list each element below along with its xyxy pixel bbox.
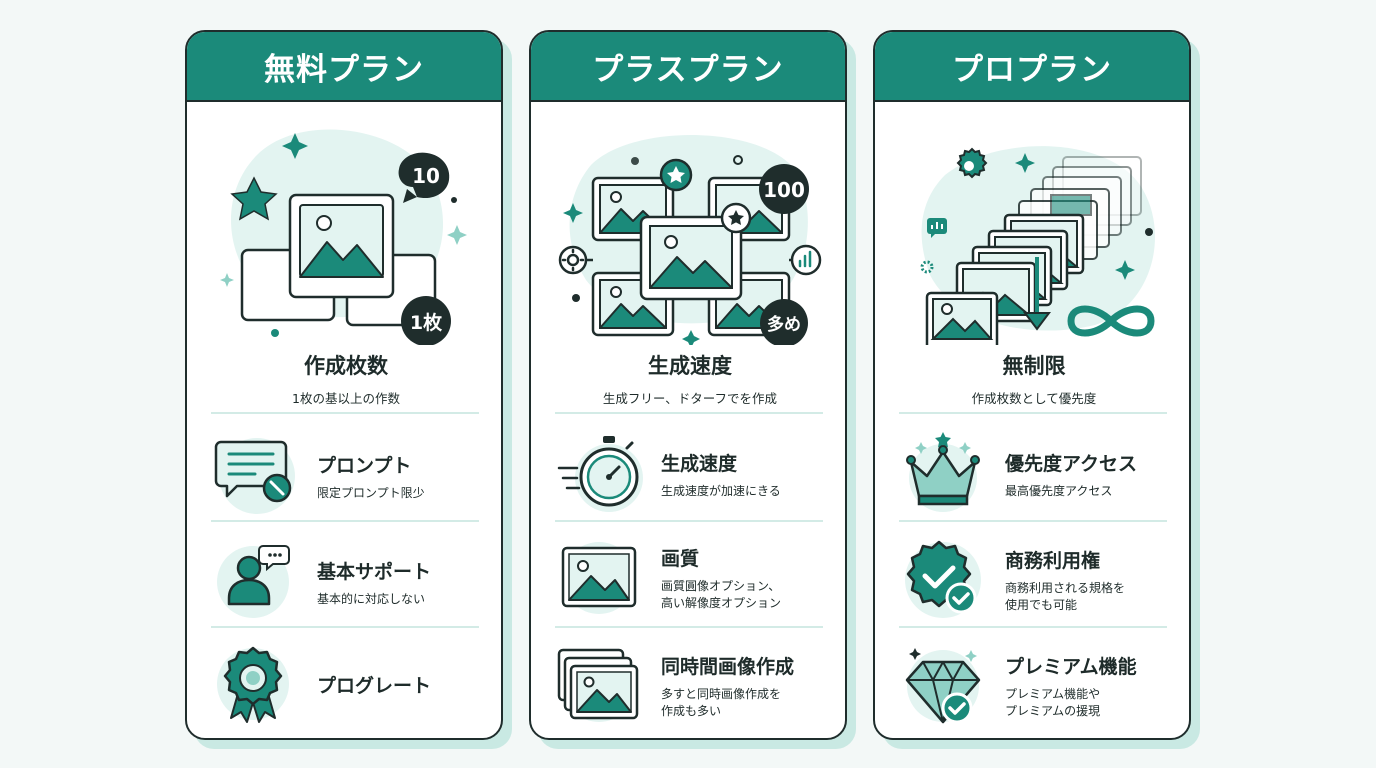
- divider: [899, 626, 1167, 628]
- feature-desc: 画質圓像オプション、 高い解像度オプション: [661, 579, 782, 610]
- plan-title: プラスプラン: [592, 51, 784, 88]
- feature-item: 優先度アクセス 最高優先度アクセス: [899, 430, 1179, 518]
- feature-item: 同時間画像作成 多すと同時画像作成を 作成も多い: [555, 642, 835, 730]
- award-badge-icon: [217, 646, 289, 723]
- feature-title: 商務利用権: [1005, 550, 1101, 573]
- feature-desc: 最高優先度アクセス: [1005, 483, 1113, 498]
- hero-section: 無制限 作成枚数として優先度: [875, 350, 1189, 407]
- feature-item: 商務利用権 商務利用される規格を 使用でも可能: [899, 536, 1179, 624]
- feature-item: プログレート: [211, 640, 491, 728]
- badge-count: 10: [412, 164, 440, 188]
- feature-item: 生成速度 生成速度が加速にきる: [555, 430, 835, 518]
- image-grid-illustration: 100 多め: [558, 135, 822, 345]
- crown-icon: [906, 432, 980, 512]
- hero-section: 生成速度 生成フリー、ドターフでを作成: [531, 350, 845, 407]
- diamond-check-icon: [905, 648, 981, 724]
- image-quality-icon: [561, 542, 637, 614]
- feature-title: 優先度アクセス: [1005, 452, 1138, 475]
- feature-title: プロンプト: [317, 454, 412, 477]
- hero-title: 作成枚数: [304, 354, 388, 378]
- plan-card-free: 無料プラン 10 1枚 作成枚数 1枚の基以上の作数: [185, 30, 503, 740]
- divider: [899, 520, 1167, 522]
- feature-title: プログレート: [317, 674, 432, 697]
- divider: [899, 412, 1167, 414]
- hero-title: 無制限: [1002, 354, 1066, 378]
- divider: [211, 626, 479, 628]
- feature-desc: 基本的に対応しない: [317, 591, 426, 606]
- feature-title: 基本サポート: [317, 560, 432, 583]
- feature-desc: プレミアム機能や プレミアムの援現: [1005, 687, 1101, 718]
- feature-title: 同時間画像作成: [661, 656, 795, 679]
- feature-desc: 商務利用される規格を 使用でも可能: [1005, 581, 1126, 612]
- feature-title: プレミアム機能: [1005, 656, 1137, 679]
- image-stack-illustration: 10 1枚: [220, 129, 467, 345]
- hero-title: 生成速度: [648, 354, 732, 378]
- feature-title: 生成速度: [661, 452, 738, 475]
- divider: [555, 412, 823, 414]
- feature-item: プロンプト 限定プロンプト限少: [211, 432, 491, 520]
- check-seal-icon: [905, 540, 981, 618]
- plan-card-plus: プラスプラン: [529, 30, 847, 740]
- feature-title: 画質: [661, 548, 700, 571]
- speech-bubble-icon: [214, 438, 295, 514]
- divider: [211, 520, 479, 522]
- person-support-icon: [217, 545, 290, 618]
- hero-subtitle: 1枚の基以上の作数: [292, 391, 400, 406]
- stopwatch-icon: [557, 436, 643, 512]
- feature-item: 基本サポート 基本的に対応しない: [211, 538, 491, 626]
- divider: [211, 412, 479, 414]
- infinite-image-stack-illustration: [920, 146, 1155, 345]
- feature-item: プレミアム機能 プレミアム機能や プレミアムの援現: [899, 642, 1179, 730]
- divider: [555, 626, 823, 628]
- image-stack-icon: [557, 648, 639, 722]
- hero-section: 作成枚数 1枚の基以上の作数: [187, 350, 501, 407]
- badge-unit: 多め: [767, 314, 801, 335]
- plan-title: 無料プラン: [264, 51, 424, 88]
- plan-header-plus: プラスプラン: [531, 32, 845, 102]
- hero-subtitle: 作成枚数として優先度: [971, 391, 1097, 406]
- plan-card-pro: プロプラン: [873, 30, 1191, 740]
- plan-header-free: 無料プラン: [187, 32, 501, 102]
- feature-desc: 限定プロンプト限少: [317, 485, 425, 500]
- divider: [555, 520, 823, 522]
- plan-header-pro: プロプラン: [875, 32, 1189, 102]
- hero-subtitle: 生成フリー、ドターフでを作成: [602, 391, 778, 406]
- feature-desc: 生成速度が加速にきる: [661, 483, 781, 498]
- feature-desc: 多すと同時画像作成を 作成も多い: [661, 687, 782, 718]
- badge-count: 100: [763, 178, 805, 202]
- badge-unit: 1枚: [410, 311, 443, 334]
- feature-item: 画質 画質圓像オプション、 高い解像度オプション: [555, 534, 835, 622]
- plan-title: プロプラン: [952, 51, 1112, 88]
